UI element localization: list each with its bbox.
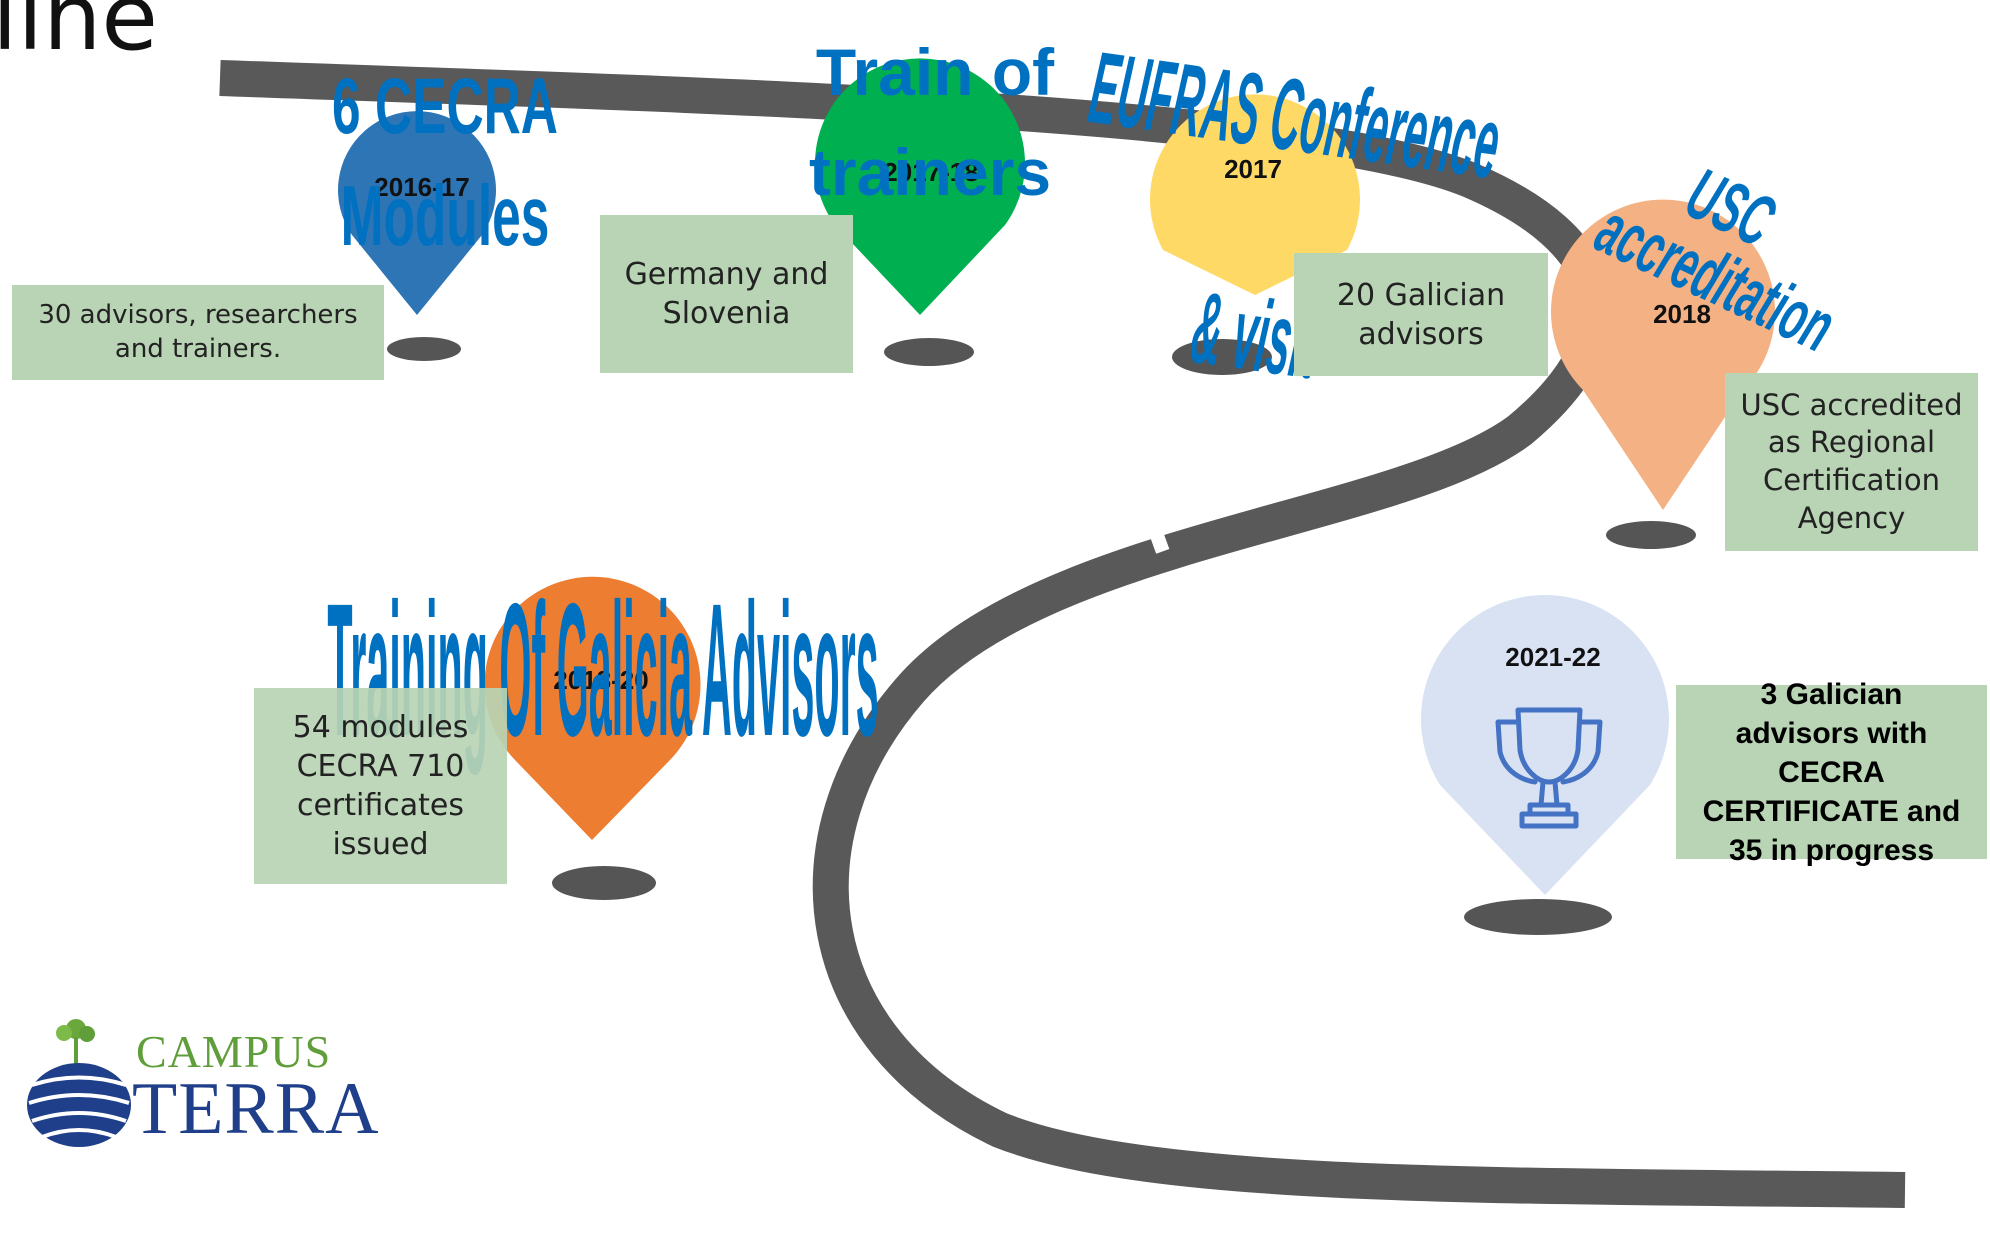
year-label: 2018 (1653, 299, 1711, 329)
description-text: 30 advisors, researchers and trainers. (38, 299, 358, 364)
description-box: Germany and Slovenia (600, 215, 853, 373)
road-marker (1148, 528, 1170, 554)
pin-2017-18 (815, 58, 1026, 315)
pin-2018 (1551, 199, 1776, 511)
campus-terra-logo: CAMPUS TERRA (24, 1015, 404, 1155)
description-box: USC accredited as Regional Certification… (1725, 373, 1978, 551)
trophy-icon (1495, 707, 1603, 829)
pin-2017 (1150, 94, 1360, 296)
pin-shadow (552, 866, 656, 900)
road (219, 60, 1906, 1208)
logo-globe-icon (27, 1019, 131, 1147)
description-box: 54 modules CECRA 710 certificates issued (254, 688, 507, 884)
year-label: 2021-22 (1505, 642, 1600, 672)
road-curve (219, 60, 1906, 1208)
pin-shadow (1464, 899, 1612, 935)
description-text: 20 Galician advisors (1336, 277, 1506, 352)
description-text: 3 Galician advisors with CECRA CERTIFICA… (1702, 677, 1961, 867)
description-text: USC accredited as Regional Certification… (1740, 387, 1963, 535)
year-label: 2017-18 (883, 157, 978, 187)
milestone-title: Train of (816, 35, 1055, 109)
description-box: 20 Galician advisors (1294, 253, 1548, 376)
pin-shadow (884, 338, 974, 366)
description-box: 3 Galician advisors with CECRA CERTIFICA… (1676, 678, 1987, 867)
milestone-title: Modules (341, 167, 550, 263)
pin-2021-22 (1420, 595, 1669, 895)
title-fragment: line (0, 0, 159, 71)
pin-shadow (1606, 521, 1696, 549)
logo-text-terra: TERRA (132, 1068, 380, 1150)
pin-shadow (1172, 339, 1272, 375)
year-label: 2018-20 (553, 665, 648, 695)
year-label: 2017 (1224, 154, 1282, 184)
pin-2018-20 (484, 576, 701, 840)
pin-2016-17 (338, 111, 497, 315)
description-box: 30 advisors, researchers and trainers. (12, 285, 384, 380)
milestone-title: trainers (809, 135, 1051, 209)
year-label: 2016-17 (374, 172, 469, 202)
description-text: 54 modules CECRA 710 certificates issued (292, 710, 469, 862)
pin-shadow (387, 337, 461, 361)
logo-text-campus: CAMPUS (136, 1026, 332, 1077)
milestone-title: 6 CECRA (332, 63, 558, 151)
description-text: Germany and Slovenia (624, 257, 829, 331)
